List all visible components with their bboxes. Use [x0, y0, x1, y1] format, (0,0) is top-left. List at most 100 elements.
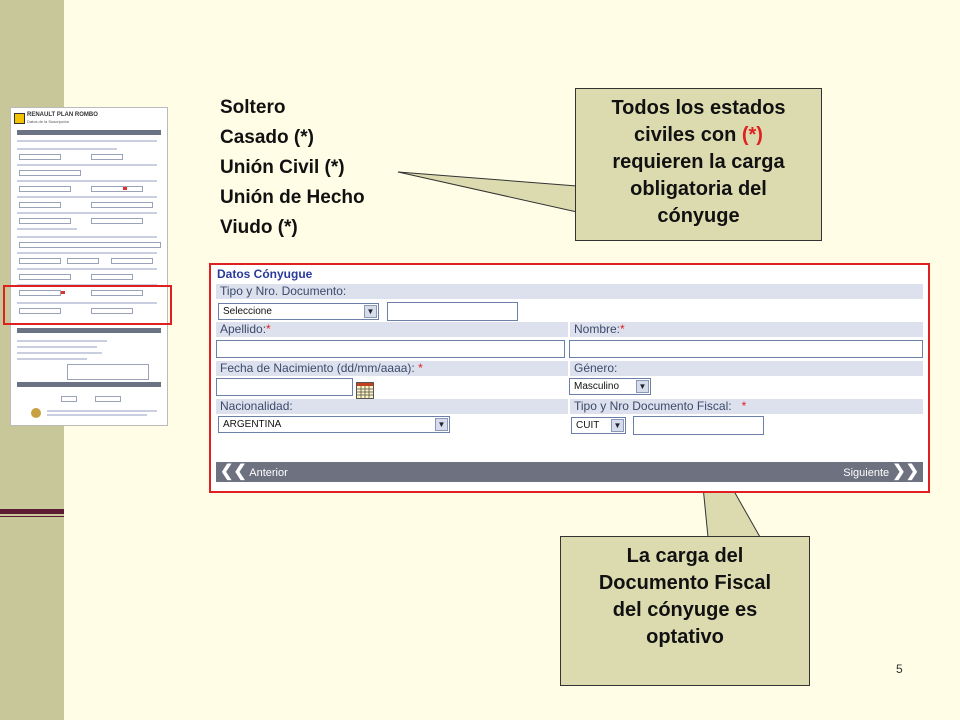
callout-line: del cónyuge es	[612, 599, 758, 621]
calendar-icon[interactable]	[356, 382, 374, 399]
double-chevron-right-icon: ❯❯	[892, 463, 919, 480]
thumbnail-row	[17, 196, 157, 198]
fecha-nacimiento-input[interactable]	[216, 378, 353, 396]
callout-optional-fiscal-doc: La carga del Documento Fiscal del cónyug…	[560, 536, 810, 686]
column-separator	[568, 322, 570, 337]
thumbnail-field	[19, 170, 81, 176]
nombre-label-text: Nombre:	[574, 322, 621, 336]
genero-label: Género:	[574, 361, 618, 375]
apellido-label: Apellido:*	[216, 322, 568, 337]
thumbnail-field	[19, 154, 61, 160]
label-row: Fecha de Nacimiento (dd/mm/aaaa): * Géne…	[216, 361, 923, 376]
thumbnail-row	[17, 148, 117, 150]
doc-fiscal-type-value: CUIT	[576, 420, 600, 431]
thumbnail-footer-text	[47, 410, 157, 412]
chevron-down-icon: ▼	[364, 305, 377, 318]
tipo-doc-label: Tipo y Nro. Documento:	[220, 284, 347, 298]
thumbnail-field	[19, 218, 71, 224]
nacionalidad-label: Nacionalidad:	[220, 399, 293, 413]
civil-states-list: Soltero Casado (*) Unión Civil (*) Unión…	[220, 93, 365, 243]
siguiente-label: Siguiente	[843, 467, 890, 479]
thumbnail-subtitle: Datos de la Suscripción	[27, 119, 70, 124]
nro-doc-input[interactable]	[387, 302, 518, 321]
thumbnail-row	[17, 302, 157, 304]
callout-line: requieren la carga	[612, 151, 785, 173]
thumbnail-button	[95, 396, 121, 402]
thumbnail-field	[19, 274, 71, 280]
siguiente-button[interactable]: Siguiente ❯❯	[843, 462, 919, 482]
callout-line: Todos los estados	[611, 97, 786, 119]
doc-fiscal-type-select[interactable]: CUIT ▼	[571, 417, 626, 434]
required-mark: (*)	[741, 124, 763, 146]
thumbnail-required-mark	[123, 187, 127, 190]
required-mark: *	[266, 322, 271, 336]
thumbnail-row	[17, 252, 157, 254]
thumbnail-field	[19, 258, 61, 264]
thumbnail-bar	[17, 130, 161, 135]
thumbnail-row	[17, 352, 102, 354]
page-number: 5	[896, 662, 903, 676]
thumbnail-field	[91, 218, 143, 224]
doc-fiscal-label: Tipo y Nro Documento Fiscal: *	[570, 399, 923, 414]
thumbnail-row	[17, 140, 157, 142]
column-separator	[568, 361, 570, 376]
nacionalidad-select[interactable]: ARGENTINA ▼	[218, 416, 450, 433]
tipo-doc-select[interactable]: Seleccione ▼	[218, 303, 379, 320]
spouse-data-form: Datos Cónyugue Tipo y Nro. Documento: Se…	[209, 263, 930, 493]
chevron-down-icon: ▼	[611, 419, 624, 432]
thumbnail-row	[17, 268, 157, 270]
callout-required-spouse: Todos los estados civiles con (*) requie…	[575, 88, 822, 241]
apellido-input[interactable]	[216, 340, 565, 358]
thumbnail-field	[19, 308, 61, 314]
civil-state-item: Casado (*)	[220, 127, 314, 148]
thumbnail-bar	[17, 382, 161, 387]
thumbnail-field	[91, 186, 143, 192]
thumbnail-footer-logo-icon	[31, 408, 41, 418]
thumbnail-field	[111, 258, 153, 264]
chevron-down-icon: ▼	[435, 418, 448, 431]
callout-line: obligatoria del	[630, 178, 767, 200]
left-bar-divider-thin	[0, 516, 64, 517]
civil-state-item: Viudo (*)	[220, 217, 298, 238]
callout-line: Documento Fiscal	[598, 572, 772, 594]
anterior-button[interactable]: ❮❮ Anterior	[220, 462, 288, 482]
thumbnail-row	[17, 236, 157, 238]
callout-top-pointer	[397, 171, 578, 213]
chevron-down-icon: ▼	[636, 380, 649, 393]
tipo-doc-value: Seleccione	[223, 306, 272, 317]
thumbnail-field	[67, 258, 99, 264]
required-mark: *	[620, 322, 625, 336]
genero-value: Masculino	[574, 381, 620, 392]
required-mark: *	[418, 361, 423, 375]
thumbnail-row	[17, 180, 157, 182]
thumbnail-row	[17, 346, 97, 348]
nacionalidad-value: ARGENTINA	[223, 419, 282, 430]
genero-select[interactable]: Masculino ▼	[569, 378, 651, 395]
thumbnail-field	[91, 308, 133, 314]
thumbnail-field	[19, 186, 71, 192]
nombre-input[interactable]	[569, 340, 923, 358]
renault-logo-icon	[14, 113, 25, 124]
thumbnail-row	[17, 358, 87, 360]
nombre-label: Nombre:*	[570, 322, 923, 337]
doc-fiscal-label-text: Tipo y Nro Documento Fiscal:	[574, 399, 732, 413]
doc-fiscal-number-input[interactable]	[633, 416, 764, 435]
double-chevron-left-icon: ❮❮	[220, 463, 247, 480]
thumbnail-bar	[17, 328, 161, 333]
thumbnail-field	[91, 154, 123, 160]
form-thumbnail: RENAULT PLAN ROMBO Datos de la Suscripci…	[10, 107, 168, 426]
label-row: Tipo y Nro. Documento:	[216, 284, 923, 299]
thumbnail-field	[19, 202, 61, 208]
thumbnail-required-mark	[61, 291, 65, 294]
callout-text: civiles con	[634, 124, 742, 146]
label-row: Nacionalidad: Tipo y Nro Documento Fisca…	[216, 399, 923, 414]
left-bar-divider	[0, 509, 64, 514]
thumbnail-footer-text	[47, 414, 147, 416]
apellido-label-text: Apellido:	[220, 322, 267, 336]
thumbnail-field	[91, 202, 153, 208]
label-row: Apellido:* Nombre:*	[216, 322, 923, 337]
thumbnail-field	[19, 290, 61, 296]
callout-line: La carga del	[626, 545, 744, 567]
thumbnail-row	[17, 340, 107, 342]
form-navigation-bar: ❮❮ Anterior Siguiente ❯❯	[216, 462, 923, 482]
